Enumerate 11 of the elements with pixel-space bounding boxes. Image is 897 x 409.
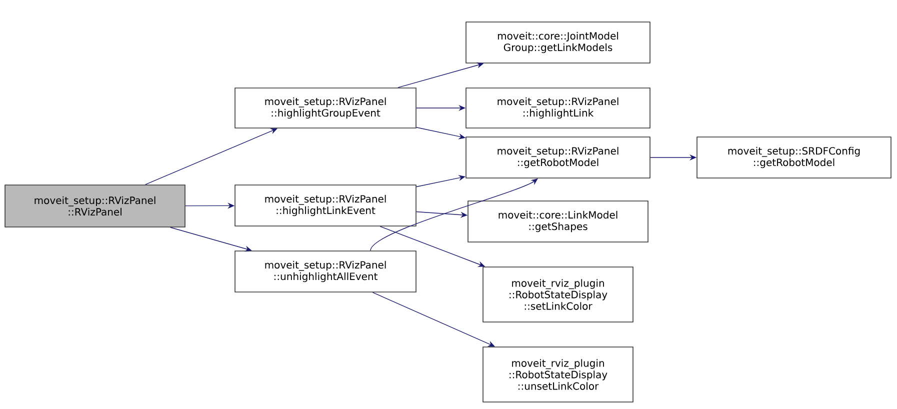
function-box: moveit::core::LinkModel ::getShapes	[468, 200, 648, 242]
function-box: moveit_setup::RVizPanel ::RVizPanel	[4, 184, 186, 228]
function-box: moveit_setup::SRDFConfig ::getRobotModel	[696, 136, 892, 178]
function-box: moveit_setup::RVizPanel ::highlightLinkEvent	[234, 184, 416, 226]
function-box: moveit_setup::RVizPanel ::highlightLink	[466, 88, 650, 128]
function-box: moveit::core::JointModel Group::getLinkModels	[466, 22, 650, 64]
function-box: moveit_rviz_plugin ::RobotStateDisplay ::setLinkColor	[482, 266, 634, 322]
function-box: moveit_setup::RVizPanel ::unhighlightAllEvent	[234, 250, 416, 292]
function-box: moveit_rviz_plugin ::RobotStateDisplay ::unsetLinkColor	[482, 346, 634, 402]
function-box: moveit_setup::RVizPanel ::highlightGroupEvent	[234, 88, 416, 128]
function-box: moveit_setup::RVizPanel ::getRobotModel	[466, 136, 650, 178]
